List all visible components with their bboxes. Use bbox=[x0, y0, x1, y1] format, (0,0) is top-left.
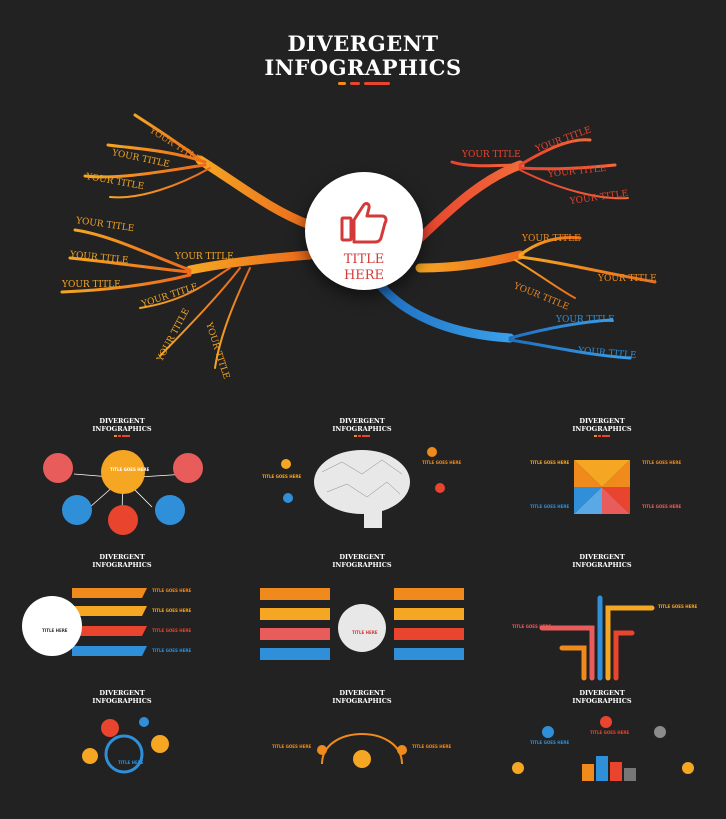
branch-label: YOUR TITLE bbox=[462, 150, 521, 160]
branch-label: YOUR TITLE bbox=[598, 274, 657, 284]
thumbnail-slide[interactable]: DIVERGENT INFOGRAPHICS TITLE GOES HERE T… bbox=[482, 412, 722, 547]
thumbnail-slide[interactable]: DIVERGENT INFOGRAPHICS TITLE HERE bbox=[2, 684, 242, 819]
item-title: TITLE GOES HERE bbox=[152, 648, 192, 653]
slide-title: DIVERGENT bbox=[579, 417, 625, 425]
slide-title: DIVERGENT bbox=[579, 553, 625, 561]
branch-label: YOUR TITLE bbox=[556, 315, 615, 325]
thumbnail-slide[interactable]: DIVERGENT INFOGRAPHICS TITLE GOES HERE T… bbox=[482, 684, 722, 819]
ribbon-diagram bbox=[22, 588, 147, 656]
item-title: TITLE GOES HERE bbox=[530, 740, 570, 745]
item-title: TITLE GOES HERE bbox=[272, 744, 312, 749]
thumbs-up-icon bbox=[340, 202, 388, 244]
node-label: TITLE HERE bbox=[42, 628, 68, 633]
item-title: TITLE GOES HERE bbox=[530, 460, 570, 465]
item-title: TITLE GOES HERE bbox=[152, 628, 192, 633]
arrows-diagram bbox=[539, 595, 655, 681]
slide-title: DIVERGENT bbox=[339, 689, 385, 697]
slide-title: INFOGRAPHICS bbox=[572, 561, 632, 569]
branch-tree bbox=[60, 113, 657, 369]
branch-label: YOUR TITLE bbox=[175, 252, 234, 262]
slide-title: DIVERGENT bbox=[339, 417, 385, 425]
slide-title: INFOGRAPHICS bbox=[572, 425, 632, 433]
ribbon-diagram bbox=[260, 588, 464, 660]
slide-title: DIVERGENT bbox=[99, 689, 145, 697]
item-title: TITLE GOES HERE bbox=[422, 460, 462, 465]
branch-label: YOUR TITLE bbox=[62, 280, 121, 290]
thumbnail-slide[interactable]: DIVERGENT INFOGRAPHICS TITLE GOES HERE T… bbox=[242, 412, 482, 547]
slide-title: DIVERGENT bbox=[99, 417, 145, 425]
item-title: TITLE GOES HERE bbox=[512, 624, 552, 629]
slide-title: INFOGRAPHICS bbox=[332, 697, 392, 705]
hero-title-line1: DIVERGENT bbox=[287, 31, 439, 56]
branch-label: YOUR TITLE bbox=[522, 234, 581, 244]
slide-title: INFOGRAPHICS bbox=[572, 697, 632, 705]
item-title: TITLE GOES HERE bbox=[642, 504, 682, 509]
item-title: TITLE GOES HERE bbox=[642, 460, 682, 465]
slide-title: DIVERGENT bbox=[99, 553, 145, 561]
lightbulb-diagram bbox=[317, 733, 407, 768]
item-title: TITLE GOES HERE bbox=[658, 604, 698, 609]
node-label: TITLE HERE bbox=[352, 630, 378, 635]
slide-title: INFOGRAPHICS bbox=[92, 697, 152, 705]
hero-infographic: DIVERGENT INFOGRAPHICS bbox=[0, 0, 726, 400]
thumbnail-slide[interactable]: DIVERGENT INFOGRAPHICS TITLE GOES HERE T… bbox=[482, 548, 722, 683]
node-label: TITLE HERE bbox=[118, 760, 144, 765]
item-title: TITLE GOES HERE bbox=[152, 608, 192, 613]
item-title: TITLE GOES HERE bbox=[152, 588, 192, 593]
slide-title: INFOGRAPHICS bbox=[92, 561, 152, 569]
title-divider bbox=[338, 82, 390, 85]
slide-title: DIVERGENT bbox=[339, 553, 385, 561]
network-diagram bbox=[82, 717, 169, 774]
item-title: TITLE GOES HERE bbox=[530, 504, 570, 509]
radial-diagram bbox=[43, 450, 203, 535]
center-node: TITLE HERE bbox=[305, 172, 423, 290]
item-title: TITLE GOES HERE bbox=[412, 744, 452, 749]
center-title-line2: HERE bbox=[343, 268, 385, 283]
slide-title: INFOGRAPHICS bbox=[92, 425, 152, 433]
center-title-line1: TITLE bbox=[343, 252, 385, 267]
thumbnail-slide[interactable]: DIVERGENT INFOGRAPHICS TITLE GOES HERE bbox=[2, 412, 242, 547]
item-title: TITLE GOES HERE bbox=[590, 730, 630, 735]
slide-title: INFOGRAPHICS bbox=[332, 425, 392, 433]
brain-diagram bbox=[281, 447, 445, 528]
item-title: TITLE GOES HERE bbox=[262, 474, 302, 479]
thumbnail-slide[interactable]: DIVERGENT INFOGRAPHICS TITLE HERE bbox=[242, 548, 482, 683]
node-label: TITLE GOES HERE bbox=[110, 467, 150, 472]
hero-title-line2: INFOGRAPHICS bbox=[264, 55, 462, 80]
pinwheel-diagram bbox=[574, 460, 630, 514]
thumbnail-slide[interactable]: DIVERGENT INFOGRAPHICS TITLE GOES HERE T… bbox=[242, 684, 482, 819]
bars-diagram bbox=[512, 716, 694, 781]
thumbnail-slide[interactable]: DIVERGENT INFOGRAPHICS TITLE HERE TITLE … bbox=[2, 548, 242, 683]
slide-title: INFOGRAPHICS bbox=[332, 561, 392, 569]
slide-title: DIVERGENT bbox=[579, 689, 625, 697]
